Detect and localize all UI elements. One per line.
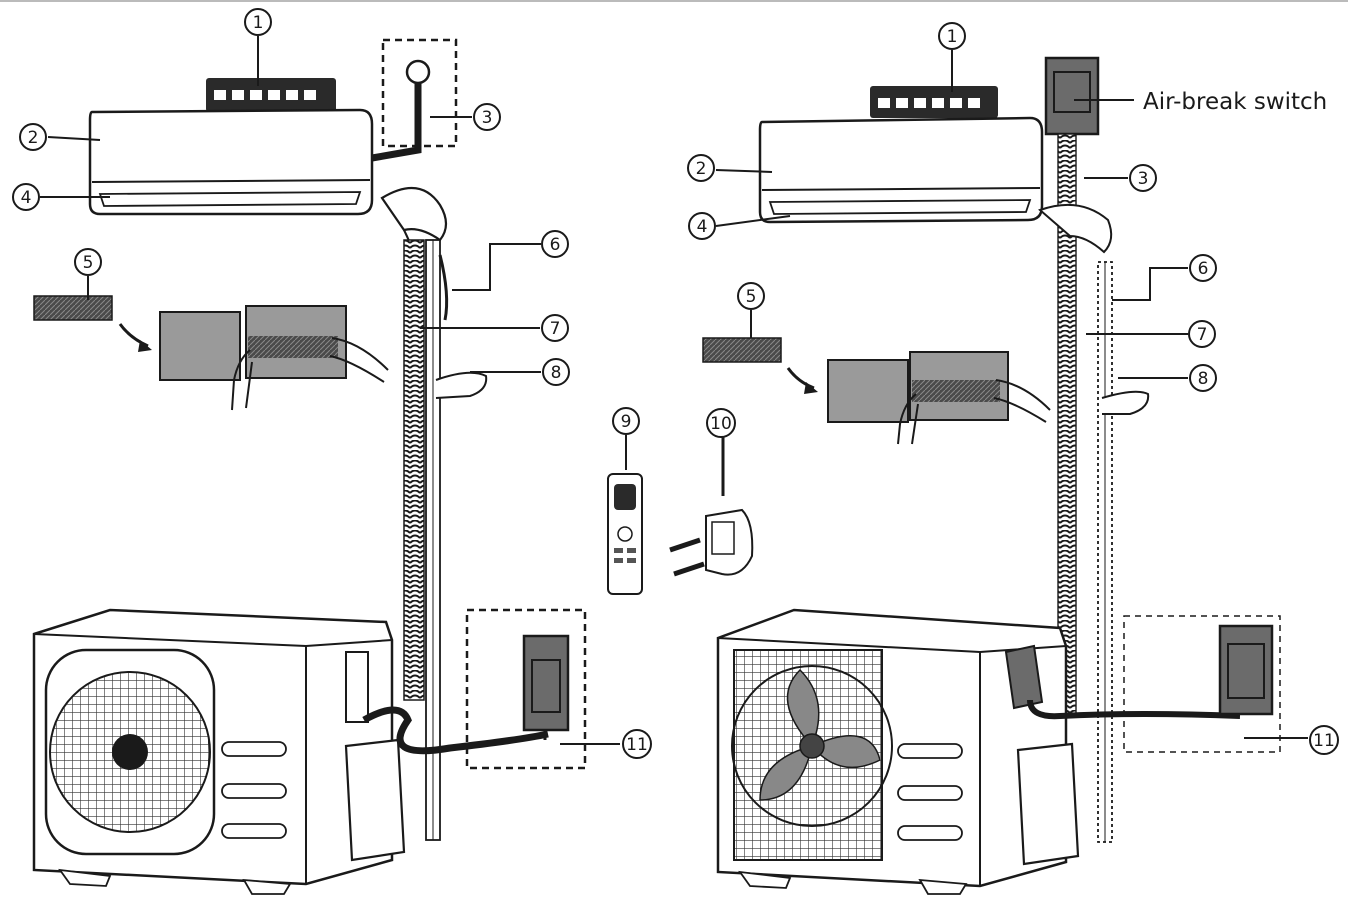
callout-leaders-right bbox=[715, 50, 1308, 739]
callout-2-right: 2 bbox=[687, 154, 715, 182]
power-plug bbox=[371, 38, 458, 162]
callout-3-right: 3 bbox=[1129, 164, 1157, 192]
callout-8-right: 8 bbox=[1189, 364, 1217, 392]
svg-text:11: 11 bbox=[626, 735, 648, 755]
svg-text:7: 7 bbox=[1197, 325, 1208, 345]
svg-text:2: 2 bbox=[696, 159, 707, 179]
svg-text:8: 8 bbox=[551, 363, 562, 383]
outdoor-unit bbox=[32, 608, 406, 895]
svg-text:5: 5 bbox=[83, 253, 94, 273]
callout-10: 10 bbox=[706, 408, 736, 438]
drain-hose bbox=[438, 254, 449, 321]
svg-text:7: 7 bbox=[550, 319, 561, 339]
svg-text:1: 1 bbox=[947, 27, 958, 47]
remote-holder-with-screws bbox=[669, 508, 754, 577]
right-configuration: Air-break switch bbox=[687, 22, 1339, 895]
air-filter-installation bbox=[33, 295, 389, 411]
svg-text:8: 8 bbox=[1198, 369, 1209, 389]
callout-11-left: 11 bbox=[622, 729, 652, 759]
left-configuration: 1 2 3 4 5 6 7 8 bbox=[12, 8, 652, 895]
callout-7-right: 7 bbox=[1188, 320, 1216, 348]
svg-text:11: 11 bbox=[1313, 731, 1335, 751]
callout-5-left: 5 bbox=[74, 248, 102, 276]
callout-4-left: 4 bbox=[12, 183, 40, 211]
callout-4-right: 4 bbox=[688, 212, 716, 240]
callout-1-left: 1 bbox=[244, 8, 272, 36]
refrigerant-pipes bbox=[403, 239, 488, 841]
indoor-unit-right bbox=[758, 116, 1044, 224]
svg-text:3: 3 bbox=[482, 108, 493, 128]
callout-1-right: 1 bbox=[938, 22, 966, 50]
callout-3-left: 3 bbox=[473, 103, 501, 131]
circuit-breaker-box-right bbox=[1123, 615, 1281, 753]
wall-mounting-plate bbox=[206, 78, 336, 112]
callout-2-left: 2 bbox=[19, 123, 47, 151]
callout-7-left: 7 bbox=[541, 314, 569, 342]
outdoor-unit-right bbox=[716, 608, 1080, 895]
wall-sleeve-right bbox=[1038, 203, 1113, 254]
callout-6-left: 6 bbox=[541, 230, 569, 258]
callout-11-right: 11 bbox=[1309, 725, 1339, 755]
air-break-switch-label: Air-break switch bbox=[1143, 89, 1327, 115]
callout-9: 9 bbox=[612, 407, 640, 435]
svg-text:3: 3 bbox=[1138, 169, 1149, 189]
svg-text:6: 6 bbox=[550, 235, 561, 255]
remote-control bbox=[607, 473, 643, 595]
air-filter-installation-right bbox=[702, 337, 1051, 445]
svg-text:10: 10 bbox=[710, 414, 732, 434]
wall-mounting-plate-right bbox=[870, 86, 998, 118]
svg-text:4: 4 bbox=[697, 217, 708, 237]
svg-text:6: 6 bbox=[1198, 259, 1209, 279]
svg-text:2: 2 bbox=[28, 128, 39, 148]
circuit-breaker-box bbox=[465, 608, 587, 770]
callout-8-left: 8 bbox=[542, 358, 570, 386]
svg-text:4: 4 bbox=[21, 188, 32, 208]
refrigerant-pipes-right bbox=[1097, 261, 1150, 843]
callout-6-right: 6 bbox=[1189, 254, 1217, 282]
callout-5-right: 5 bbox=[737, 282, 765, 310]
accessories: 9 10 bbox=[607, 407, 754, 595]
callout-leaders bbox=[40, 36, 620, 745]
svg-text:5: 5 bbox=[746, 287, 757, 307]
air-break-switch-box bbox=[1044, 56, 1100, 136]
svg-text:9: 9 bbox=[621, 412, 632, 432]
indoor-unit bbox=[88, 108, 374, 216]
svg-text:1: 1 bbox=[253, 13, 264, 33]
